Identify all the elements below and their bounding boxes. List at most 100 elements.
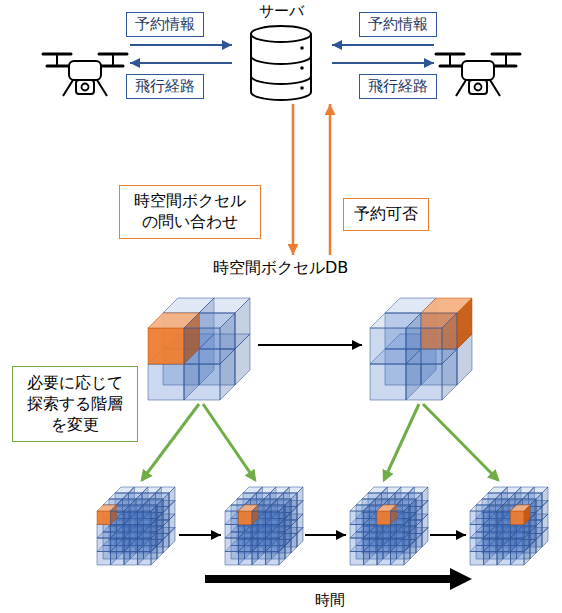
voxel: [138, 538, 152, 552]
voxel: [364, 538, 378, 552]
voxel: [111, 511, 125, 525]
voxel: [370, 328, 406, 364]
voxel: [404, 505, 410, 525]
voxel: [225, 511, 239, 525]
voxel: [148, 364, 184, 400]
voxel: [266, 525, 280, 539]
arrow: [258, 344, 362, 346]
drone-icon: [43, 54, 127, 96]
voxel: [124, 538, 138, 552]
voxel: [285, 499, 291, 519]
voxel: [111, 525, 125, 539]
node-text: 予約可否: [354, 204, 418, 225]
node-text: 予約情報: [368, 15, 428, 34]
voxel: [377, 525, 391, 539]
arrow: [130, 62, 232, 64]
voxel: [364, 552, 378, 566]
voxel-cube: [470, 487, 548, 565]
voxel-cube: [97, 487, 175, 565]
level-arrows: [142, 404, 498, 480]
query-arrow: [329, 104, 332, 255]
voxel: [235, 298, 250, 349]
arrow: [142, 404, 199, 480]
voxel-cube: [350, 487, 428, 565]
message-box: 飛行経路: [359, 74, 437, 99]
voxel: [416, 493, 422, 513]
reply-box: 予約可否: [343, 198, 429, 231]
voxel: [364, 525, 378, 539]
voxel: [511, 525, 525, 539]
arrow: [305, 534, 346, 536]
arrow: [423, 404, 498, 480]
voxel: [169, 487, 175, 507]
arrow: [430, 534, 466, 536]
voxel: [406, 364, 442, 400]
voxel: [406, 328, 442, 364]
voxel-cube: [148, 298, 250, 400]
voxel: [124, 525, 138, 539]
note-box: 必要に応じて探索する階層を変更: [12, 366, 138, 442]
voxel: [124, 552, 138, 566]
node-text: 時空間ボクセルの問い合わせ: [130, 191, 250, 233]
arrow: [130, 44, 232, 46]
highlighted-voxel: [377, 511, 391, 525]
voxel-cube: [370, 298, 472, 400]
voxel: [391, 525, 405, 539]
voxel: [297, 487, 303, 507]
voxel: [370, 364, 406, 400]
arrow: [332, 44, 434, 46]
voxel: [111, 538, 125, 552]
axis-label: 時間: [315, 591, 345, 610]
voxel: [97, 525, 111, 539]
voxel: [252, 538, 266, 552]
query-arrow: [292, 104, 295, 255]
voxel: [252, 552, 266, 566]
voxel: [225, 525, 239, 539]
voxel: [350, 552, 364, 566]
voxel: [291, 493, 297, 513]
voxel: [442, 313, 457, 364]
node-text: 時空間ボクセルDB: [213, 258, 348, 279]
voxel: [111, 552, 125, 566]
voxel: [350, 511, 364, 525]
voxel: [470, 552, 484, 566]
voxel: [422, 487, 428, 507]
arrow: [203, 404, 255, 480]
voxel: [97, 538, 111, 552]
node-text: 飛行経路: [368, 77, 428, 96]
message-box: 飛行経路: [126, 74, 204, 99]
voxel: [497, 538, 511, 552]
voxel: [377, 552, 391, 566]
voxel: [497, 525, 511, 539]
sequence-arrows: [179, 345, 466, 535]
voxel: [239, 538, 253, 552]
voxel: [266, 552, 280, 566]
voxel: [536, 493, 542, 513]
voxel: [138, 511, 152, 525]
voxel: [184, 328, 220, 364]
voxel: [239, 525, 253, 539]
voxel: [124, 511, 138, 525]
voxel: [279, 505, 285, 525]
voxel: [470, 511, 484, 525]
voxel: [184, 364, 220, 400]
voxel: [391, 552, 405, 566]
arrow: [179, 534, 221, 536]
highlighted-voxel: [457, 298, 472, 349]
highlighted-voxel: [511, 511, 525, 525]
highlighted-voxel: [524, 505, 530, 525]
voxel: [97, 552, 111, 566]
voxel: [542, 487, 548, 507]
voxel: [484, 552, 498, 566]
query-box: 時空間ボクセルの問い合わせ: [119, 185, 261, 239]
database-icon: [251, 26, 311, 100]
voxel: [138, 525, 152, 539]
node-text: 飛行経路: [135, 77, 195, 96]
voxel: [497, 552, 511, 566]
voxel: [252, 511, 266, 525]
node-text: サーバ: [221, 2, 341, 21]
voxel: [511, 538, 525, 552]
drone-icon: [436, 54, 520, 96]
